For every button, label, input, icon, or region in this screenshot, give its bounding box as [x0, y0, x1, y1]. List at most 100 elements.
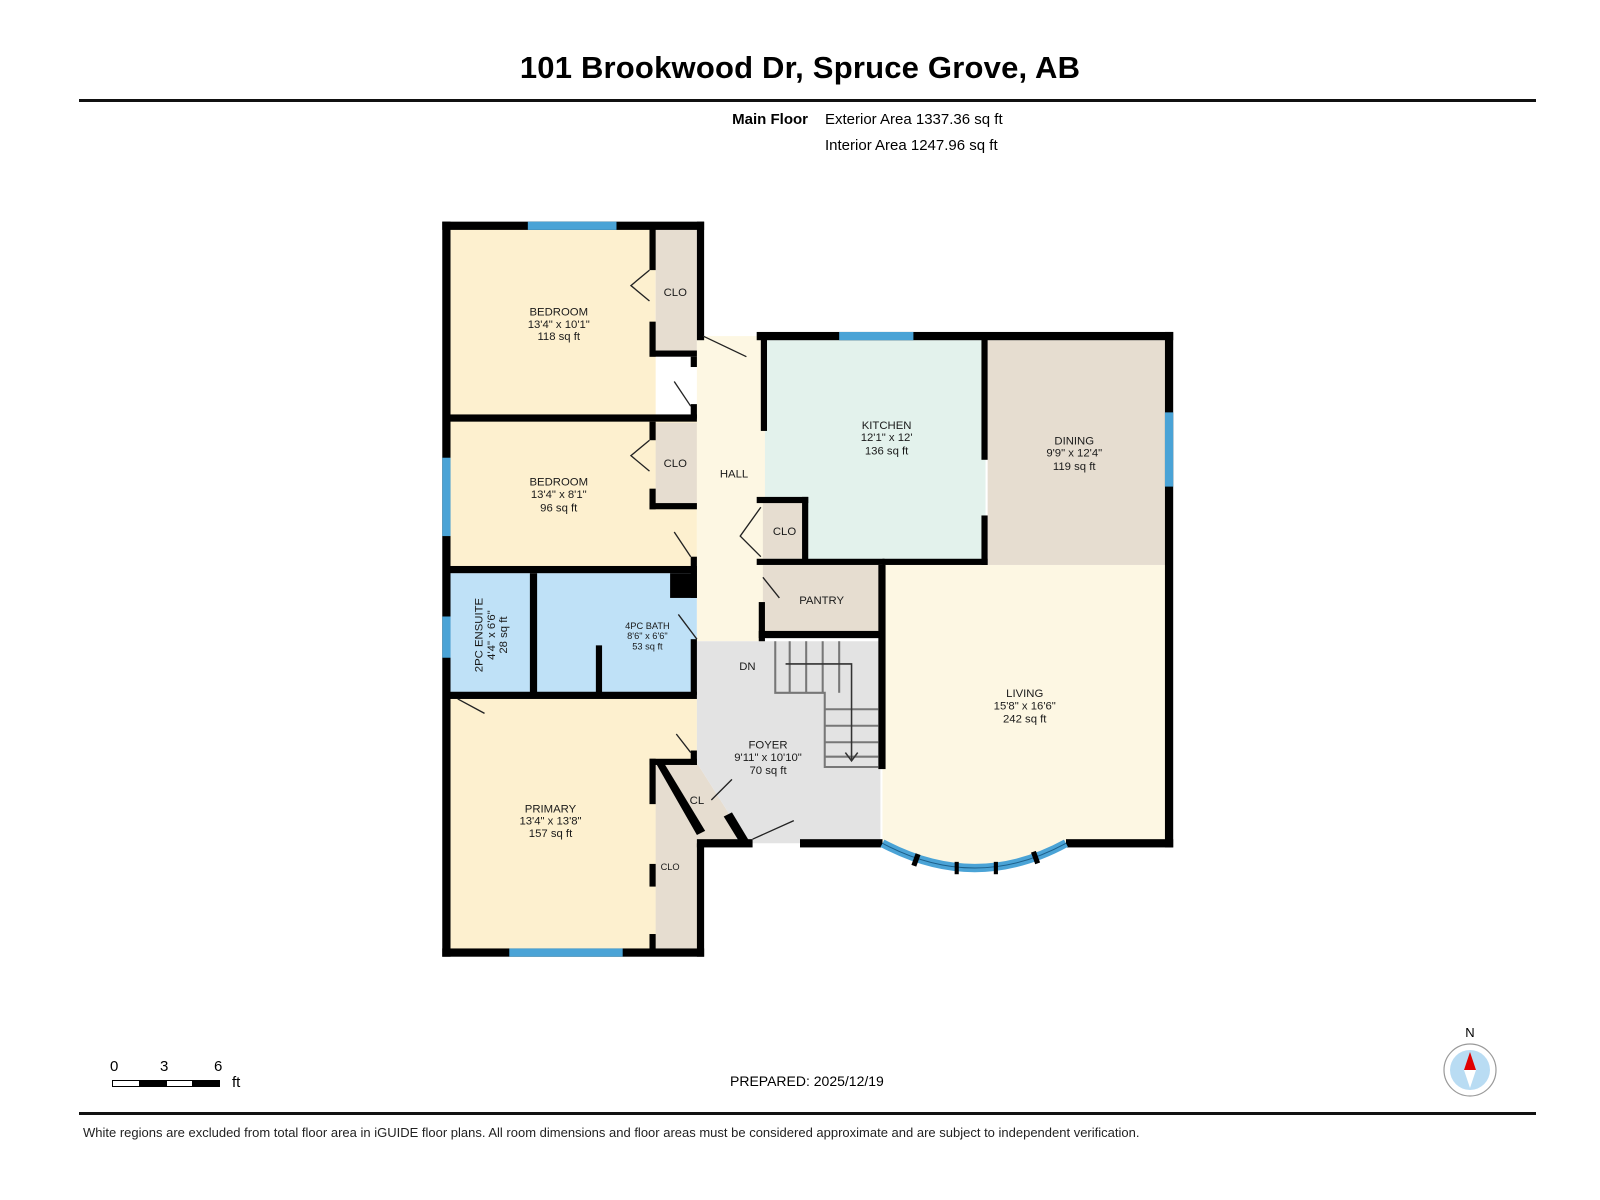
- bedroom2-name: BEDROOM: [529, 477, 588, 489]
- wall: [649, 488, 656, 510]
- wall: [800, 839, 883, 848]
- ensuite-area: 28 sq ft: [498, 616, 510, 654]
- living-area: 242 sq ft: [1003, 714, 1047, 726]
- wall: [696, 221, 705, 341]
- bedroom2-dims: 13'4" x 8'1": [531, 489, 587, 501]
- primary-dims: 13'4" x 13'8": [519, 816, 581, 828]
- property-address-title: 101 Brookwood Dr, Spruce Grove, AB: [519, 50, 1081, 85]
- window: [527, 221, 617, 230]
- kitchen-area: 136 sq ft: [865, 446, 909, 458]
- room-labels: BEDROOM 13'4" x 10'1" 118 sq ft BEDROOM …: [473, 287, 1102, 872]
- wall: [756, 496, 809, 504]
- disclaimer-text: White regions are excluded from total fl…: [83, 1125, 1140, 1140]
- wall: [442, 221, 451, 957]
- foyer-fill: [696, 641, 881, 844]
- clo2-name: CLO: [664, 458, 687, 470]
- prepared-date: PREPARED: 2025/12/19: [730, 1073, 884, 1089]
- living-fill: [882, 564, 1168, 869]
- wall: [981, 336, 988, 460]
- scale-segment: [139, 1080, 167, 1087]
- wall: [696, 843, 705, 957]
- wall: [878, 564, 886, 770]
- clo1-name: CLO: [664, 287, 687, 299]
- primary-area: 157 sq ft: [529, 828, 573, 840]
- clo3-fill: [762, 501, 807, 559]
- wall: [690, 639, 697, 695]
- bedroom1-area: 118 sq ft: [537, 331, 580, 343]
- wall: [670, 573, 697, 598]
- stairs-down-label: DN: [739, 661, 755, 673]
- wall: [1065, 839, 1174, 848]
- wall: [449, 414, 697, 422]
- wall: [802, 496, 809, 563]
- wall: [649, 421, 656, 441]
- doors: [457, 269, 795, 840]
- pantry-name: PANTRY: [799, 595, 844, 607]
- ensuite-dims: 4'4" x 6'6": [486, 610, 498, 660]
- wall: [655, 762, 706, 836]
- bath-name: 4PC BATH: [625, 621, 670, 631]
- wall: [690, 404, 697, 419]
- window: [1164, 412, 1174, 487]
- foyer-dims: 9'11" x 10'10": [734, 752, 802, 764]
- bedroom1-name: BEDROOM: [529, 306, 588, 318]
- clo1-fill: [655, 228, 697, 353]
- scale-segment: [192, 1080, 220, 1087]
- window: [509, 948, 623, 957]
- wall: [649, 758, 697, 765]
- wall: [758, 630, 883, 639]
- windows: [442, 221, 1174, 957]
- wall: [649, 321, 656, 357]
- scale-tick-0: 0: [110, 1058, 119, 1075]
- wall: [649, 350, 697, 357]
- clo2-fill: [655, 422, 697, 508]
- room-fills: [449, 228, 1168, 951]
- wall: [649, 503, 697, 510]
- ensuite-fill: [449, 573, 532, 695]
- wall: [649, 758, 656, 805]
- footer-divider: [79, 1112, 1536, 1115]
- primary-name: PRIMARY: [525, 803, 577, 815]
- scale-tick-3: 3: [160, 1058, 169, 1075]
- kitchen-dims: 12'1" x 12': [861, 432, 913, 444]
- kitchen-name: KITCHEN: [862, 420, 912, 432]
- dining-dims: 9'9" x 12'4": [1046, 448, 1102, 460]
- interior-area: Interior Area 1247.96 sq ft: [825, 137, 998, 154]
- hall-name: HALL: [720, 468, 748, 480]
- staircase: [774, 641, 879, 769]
- wall: [690, 750, 697, 765]
- scale-segment: [112, 1080, 140, 1087]
- window: [442, 616, 451, 658]
- scale-segment: [166, 1080, 193, 1087]
- foyer-name: FOYER: [749, 739, 788, 751]
- compass-rose-icon: [1443, 1043, 1497, 1097]
- wall: [882, 558, 988, 565]
- hall-fill: [696, 336, 765, 642]
- floor-name: Main Floor: [732, 111, 808, 128]
- scale-tick-6: 6: [214, 1058, 223, 1075]
- bath-dims: 8'6" x 6'6": [627, 631, 668, 641]
- living-dims: 15'8" x 16'6": [994, 700, 1056, 712]
- window: [839, 331, 914, 341]
- wall: [723, 812, 751, 844]
- wall: [649, 228, 656, 271]
- wall: [690, 356, 697, 368]
- wall: [760, 336, 768, 431]
- bedroom1-dims: 13'4" x 10'1": [528, 319, 590, 331]
- wall: [981, 515, 988, 565]
- window: [442, 457, 451, 537]
- bedroom2-area: 96 sq ft: [540, 502, 578, 514]
- scale-bar: 0 3 6 ft: [110, 1058, 270, 1098]
- wall: [758, 602, 765, 642]
- clo4-name: CLO: [661, 862, 680, 872]
- pantry-fill: [762, 564, 881, 636]
- wall: [756, 558, 885, 565]
- dining-name: DINING: [1054, 435, 1094, 447]
- wall: [1164, 331, 1174, 848]
- dining-fill: [987, 340, 1168, 565]
- wall: [529, 573, 538, 695]
- ensuite-name: 2PC ENSUITE: [473, 597, 485, 672]
- wall: [649, 934, 656, 951]
